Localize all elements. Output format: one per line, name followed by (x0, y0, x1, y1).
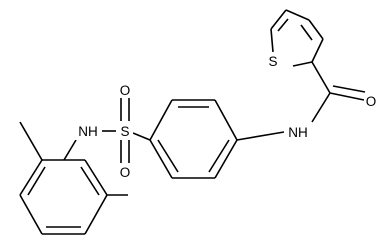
bond (311, 61, 331, 94)
bond (311, 38, 324, 63)
atom-label-amide-oxygen: O (366, 94, 377, 109)
bond (208, 139, 230, 173)
bond (214, 139, 238, 179)
sulfonyl-group (101, 98, 151, 163)
bond (300, 24, 313, 41)
atom-label-sulfonamide-nh: NH (78, 124, 98, 139)
atom-label-sulfur-ring: S (268, 54, 277, 69)
bond (270, 28, 274, 53)
bond (214, 99, 238, 141)
bond (277, 18, 289, 32)
bond (84, 194, 108, 235)
bond (332, 85, 366, 93)
bond (149, 139, 173, 179)
bond (157, 139, 179, 173)
amide-group (236, 61, 366, 141)
atom-label-sulfonyl-sulfur: S (120, 124, 129, 139)
bond (27, 166, 46, 196)
central-benzene-ring (149, 99, 238, 179)
bond (80, 166, 100, 196)
bond (308, 19, 324, 40)
bond (292, 61, 313, 67)
bond (132, 132, 151, 141)
bond (311, 92, 331, 123)
atom-label-amide-nh: NH (288, 125, 308, 140)
methyl-bond (19, 121, 43, 161)
bond (63, 139, 77, 161)
bond (236, 131, 285, 141)
bond (84, 159, 108, 196)
bond (270, 9, 287, 30)
thiophene-ring (270, 9, 324, 67)
atom-label-sulfonyl-oxygen-bottom: O (120, 165, 131, 180)
bond (285, 9, 310, 21)
bond (19, 159, 43, 196)
atom-label-sulfonyl-oxygen-top: O (120, 83, 131, 98)
dimethylphenyl-ring (19, 121, 128, 235)
bond (149, 99, 173, 141)
bond (19, 194, 43, 235)
bond (329, 92, 365, 101)
atom-labels: S O NH O S O NH (74, 52, 378, 180)
